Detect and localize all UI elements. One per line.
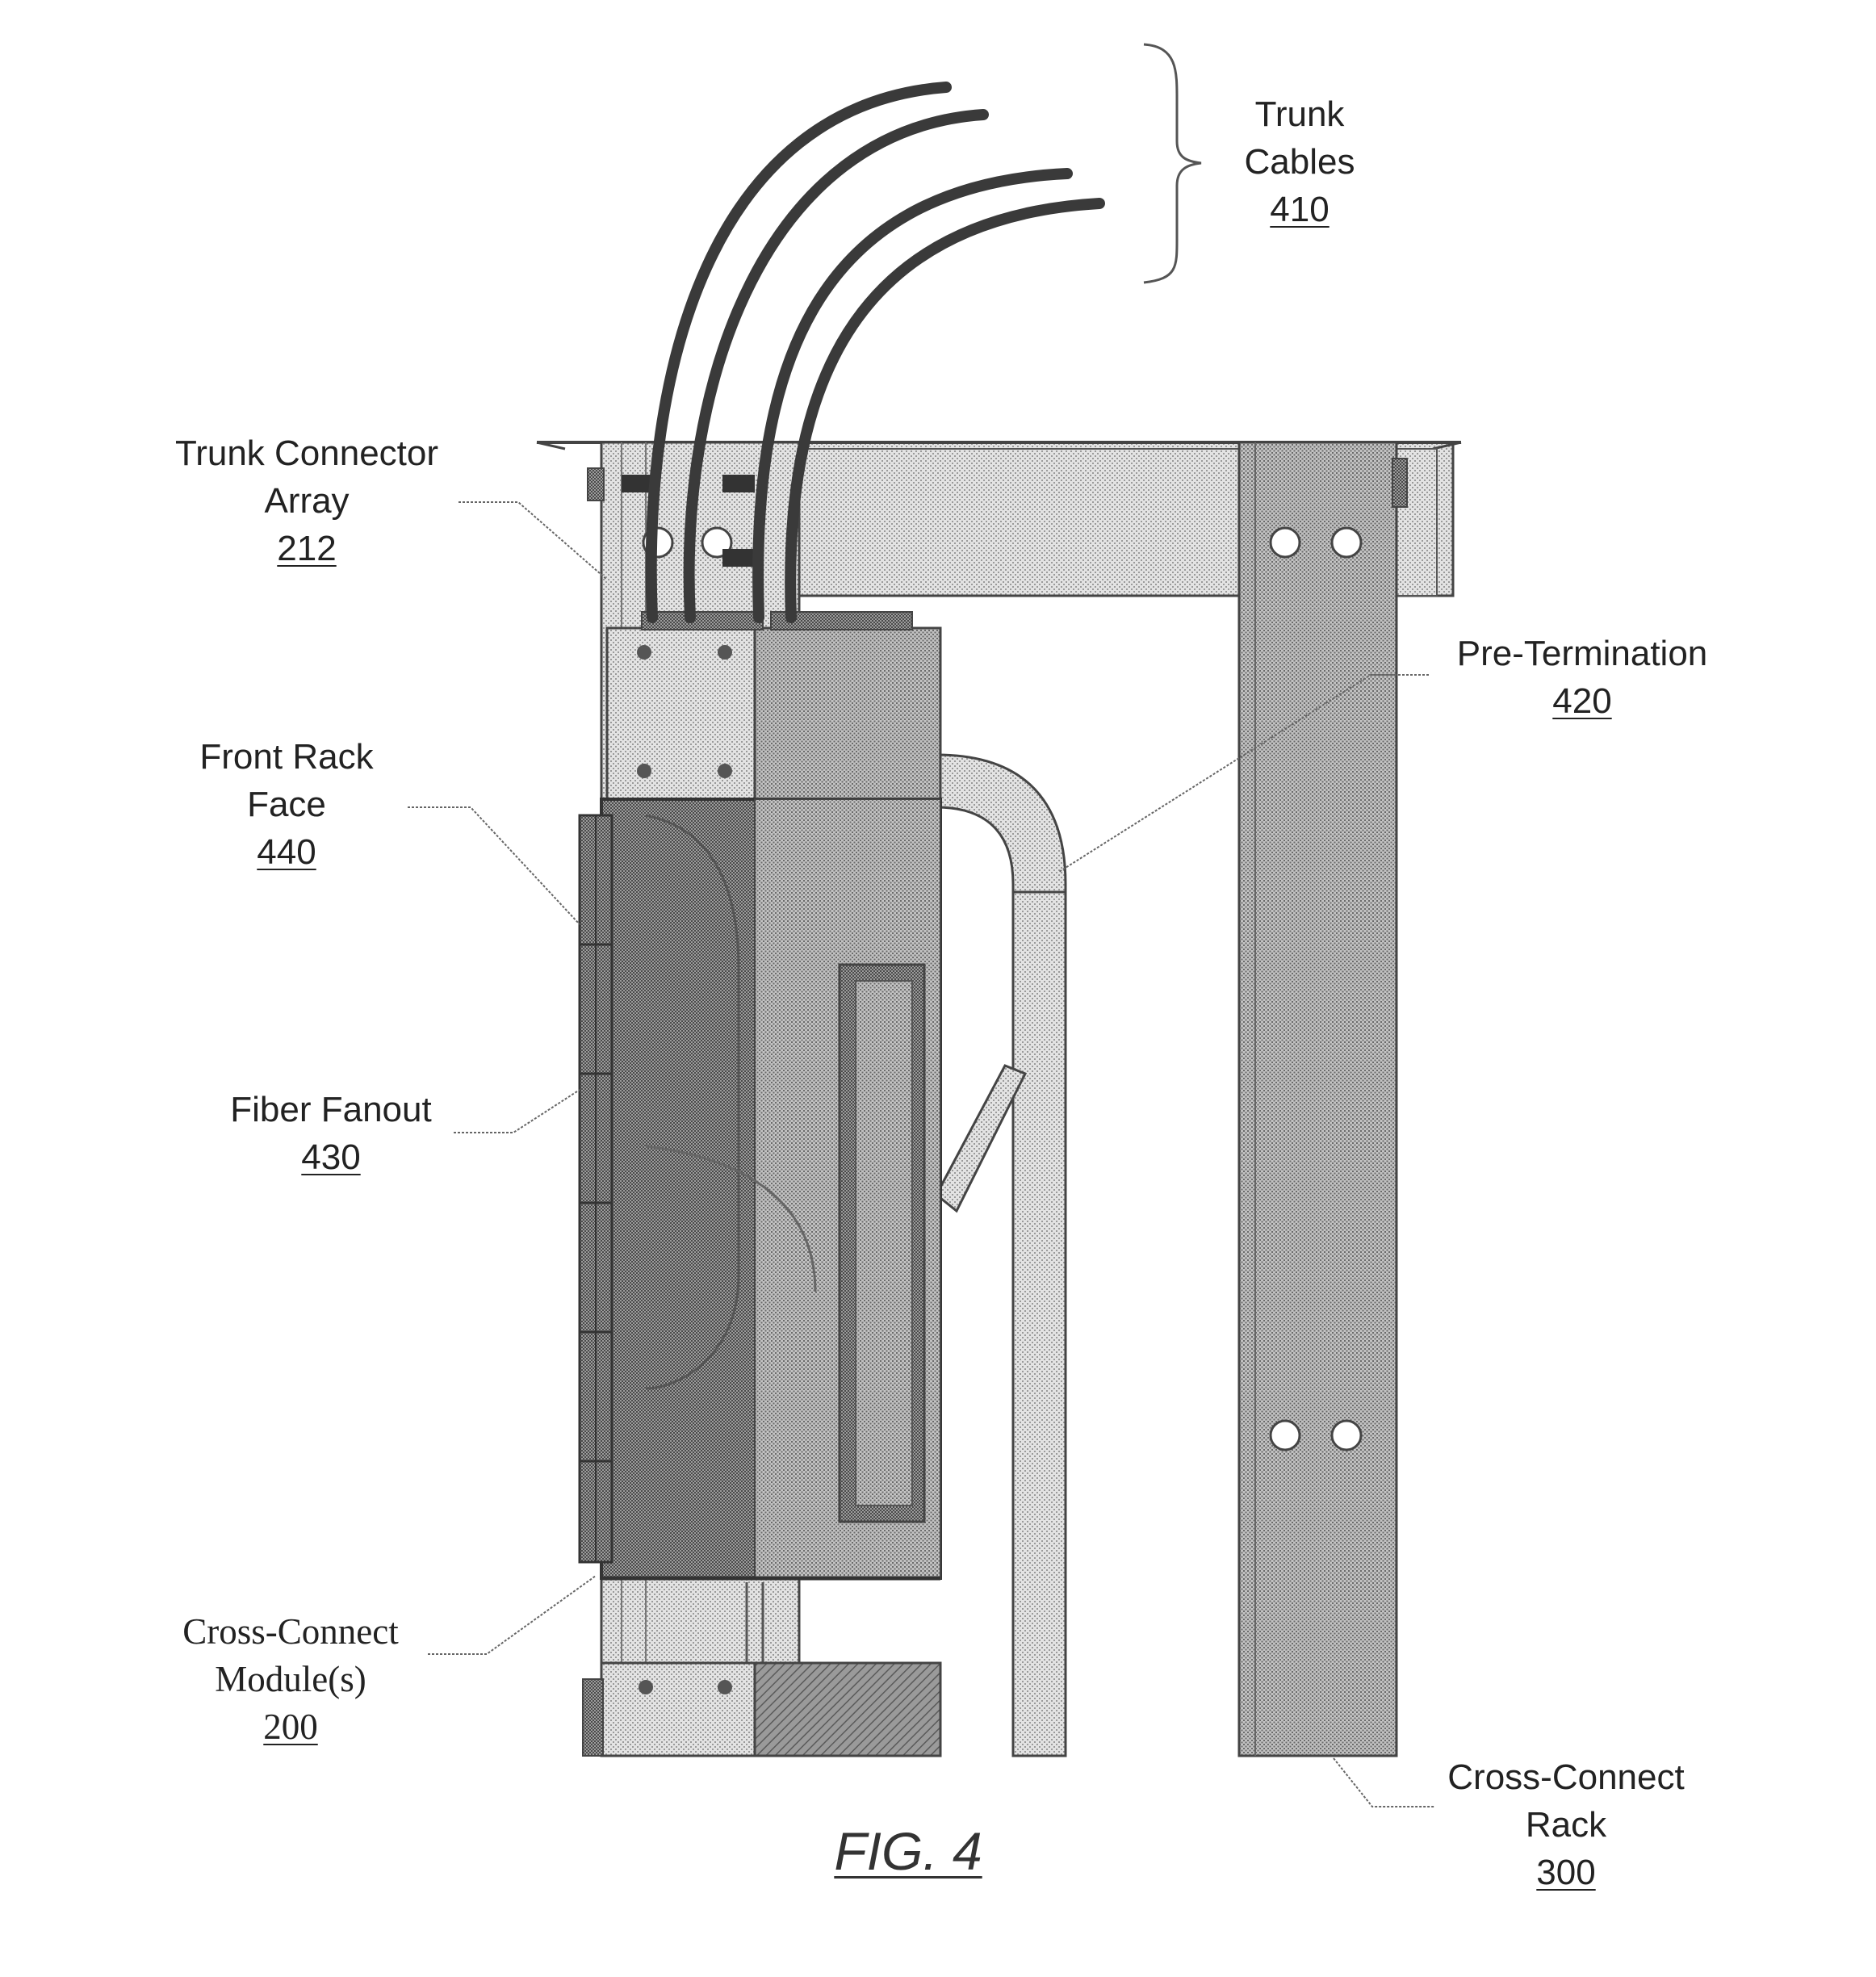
label-line: Rack bbox=[1525, 1805, 1607, 1845]
label-line: Cross-Connect bbox=[1447, 1757, 1685, 1797]
leader-pre-termination bbox=[1058, 674, 1429, 873]
rack-bolt-hole bbox=[1269, 1419, 1301, 1451]
leader-lines bbox=[408, 501, 1435, 1807]
leader-fiber-fanout bbox=[454, 1089, 580, 1133]
label-pre-termination: Pre-Termination 420 bbox=[1429, 630, 1736, 725]
trunk-cable bbox=[785, 198, 1105, 623]
leader-trunk-connector-array bbox=[459, 501, 608, 580]
label-front-rack-face: Front Rack Face 440 bbox=[174, 733, 400, 876]
reference-number: 420 bbox=[1552, 681, 1612, 721]
cross-connect-module bbox=[600, 798, 942, 1581]
label-line: Trunk bbox=[1254, 94, 1345, 134]
rack-bolt-hole bbox=[1330, 526, 1363, 559]
label-line: Fiber Fanout bbox=[230, 1090, 432, 1129]
label-trunk-connector-array: Trunk Connector Array 212 bbox=[165, 429, 448, 572]
fiber-fanout-strip bbox=[578, 814, 613, 1564]
label-line: Array bbox=[264, 481, 350, 521]
leader-cross-connect-modules bbox=[428, 1575, 597, 1655]
reference-number: 410 bbox=[1270, 190, 1330, 229]
trunk-cables-brace bbox=[1143, 43, 1202, 284]
label-line: Face bbox=[247, 785, 326, 824]
reference-number: 440 bbox=[257, 832, 316, 872]
label-cross-connect-modules: Cross-Connect Module(s) 200 bbox=[157, 1608, 424, 1751]
label-line: Cross-Connect bbox=[182, 1611, 399, 1652]
pre-termination-conduit bbox=[935, 753, 1067, 1757]
reference-number: 200 bbox=[263, 1707, 318, 1747]
lower-cross-connect-module bbox=[582, 1661, 942, 1757]
label-cross-connect-rack: Cross-Connect Rack 300 bbox=[1437, 1753, 1695, 1896]
label-line: Trunk Connector bbox=[174, 434, 439, 473]
trunk-cable bbox=[683, 109, 989, 623]
rack-right-post bbox=[1237, 441, 1408, 1757]
rack-bolt-hole bbox=[1330, 1419, 1363, 1451]
figure-caption: FIG. 4 bbox=[834, 1821, 982, 1881]
trunk-cable bbox=[645, 82, 952, 623]
rack-bolt-hole bbox=[1269, 526, 1301, 559]
label-fiber-fanout: Fiber Fanout 430 bbox=[210, 1086, 452, 1181]
trunk-cable bbox=[752, 168, 1073, 623]
reference-number: 430 bbox=[301, 1137, 361, 1177]
label-trunk-cables: Trunk Cables 410 bbox=[1195, 90, 1405, 233]
leader-front-rack-face bbox=[408, 806, 580, 925]
label-line: Module(s) bbox=[215, 1659, 366, 1699]
trunk-cables bbox=[645, 82, 1105, 623]
label-line: Front Rack bbox=[199, 737, 374, 777]
reference-number: 212 bbox=[277, 529, 337, 568]
label-line: Pre-Termination bbox=[1456, 634, 1708, 673]
trunk-connector-array bbox=[605, 611, 942, 801]
leader-cross-connect-rack bbox=[1333, 1757, 1435, 1807]
label-line: Cables bbox=[1244, 142, 1355, 182]
reference-number: 300 bbox=[1536, 1853, 1596, 1892]
